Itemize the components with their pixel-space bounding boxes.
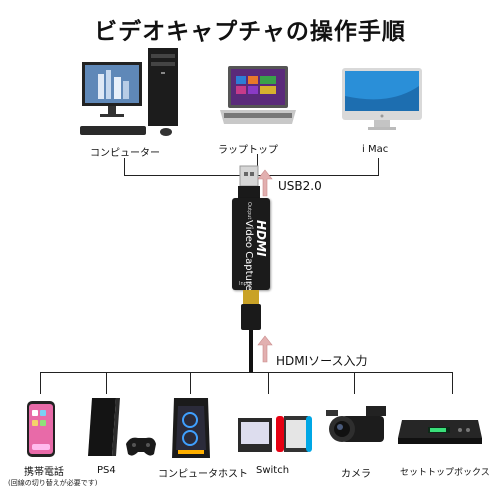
pc-tower-icon (172, 398, 210, 458)
hdmi-brand: HDMI (254, 220, 268, 257)
desktop-computer-icon (80, 48, 178, 136)
hdmi-source-label: HDMIソース入力 (276, 354, 368, 368)
device-label-switch: Switch (256, 465, 290, 476)
hdmi-plug-icon (241, 290, 261, 330)
device-label-phone: 携帯電話 (24, 467, 64, 478)
bottom-drop-2 (106, 372, 107, 394)
imac-icon (342, 68, 422, 130)
usb-direction-arrow-icon (257, 169, 273, 197)
device-label-pc-host: コンピュータホスト (158, 469, 248, 480)
bottom-drop-4 (268, 372, 269, 394)
device-label-ps4: PS4 (97, 465, 116, 476)
hdmi-cable (249, 330, 253, 372)
capture-device-body: Output HDMI Video Capture Input (232, 198, 270, 291)
device-label-computer: コンピューター (90, 148, 160, 159)
hdmi-direction-arrow-icon (257, 335, 273, 363)
top-connector-right (378, 158, 379, 175)
camcorder-icon (326, 406, 386, 442)
capture-device-input-label: Input (239, 281, 252, 287)
device-label-laptop: ラップトップ (218, 145, 278, 156)
bottom-drop-1 (40, 372, 41, 394)
capture-device-output-label: Output (246, 202, 252, 220)
device-note-phone: (回線の切り替えが必要です) (8, 479, 98, 487)
usb-plug-icon (238, 165, 260, 202)
top-connector-left (124, 158, 125, 175)
bottom-bus-line (40, 372, 453, 373)
device-label-camera: カメラ (341, 469, 371, 480)
device-label-imac: i Mac (362, 144, 389, 155)
device-label-set-top-box: セットトップボックス (400, 468, 490, 478)
bottom-drop-5 (354, 372, 355, 394)
laptop-icon (220, 66, 296, 124)
usb-label: USB2.0 (278, 179, 322, 193)
nintendo-switch-icon (238, 416, 312, 452)
ps4-console-icon (88, 398, 156, 456)
top-connector-center (257, 154, 258, 175)
bottom-drop-3 (190, 372, 191, 394)
page-title: ビデオキャプチャの操作手順 (94, 19, 406, 45)
set-top-box-icon (398, 420, 482, 444)
bottom-drop-6 (452, 372, 453, 394)
mobile-phone-icon (27, 401, 55, 457)
